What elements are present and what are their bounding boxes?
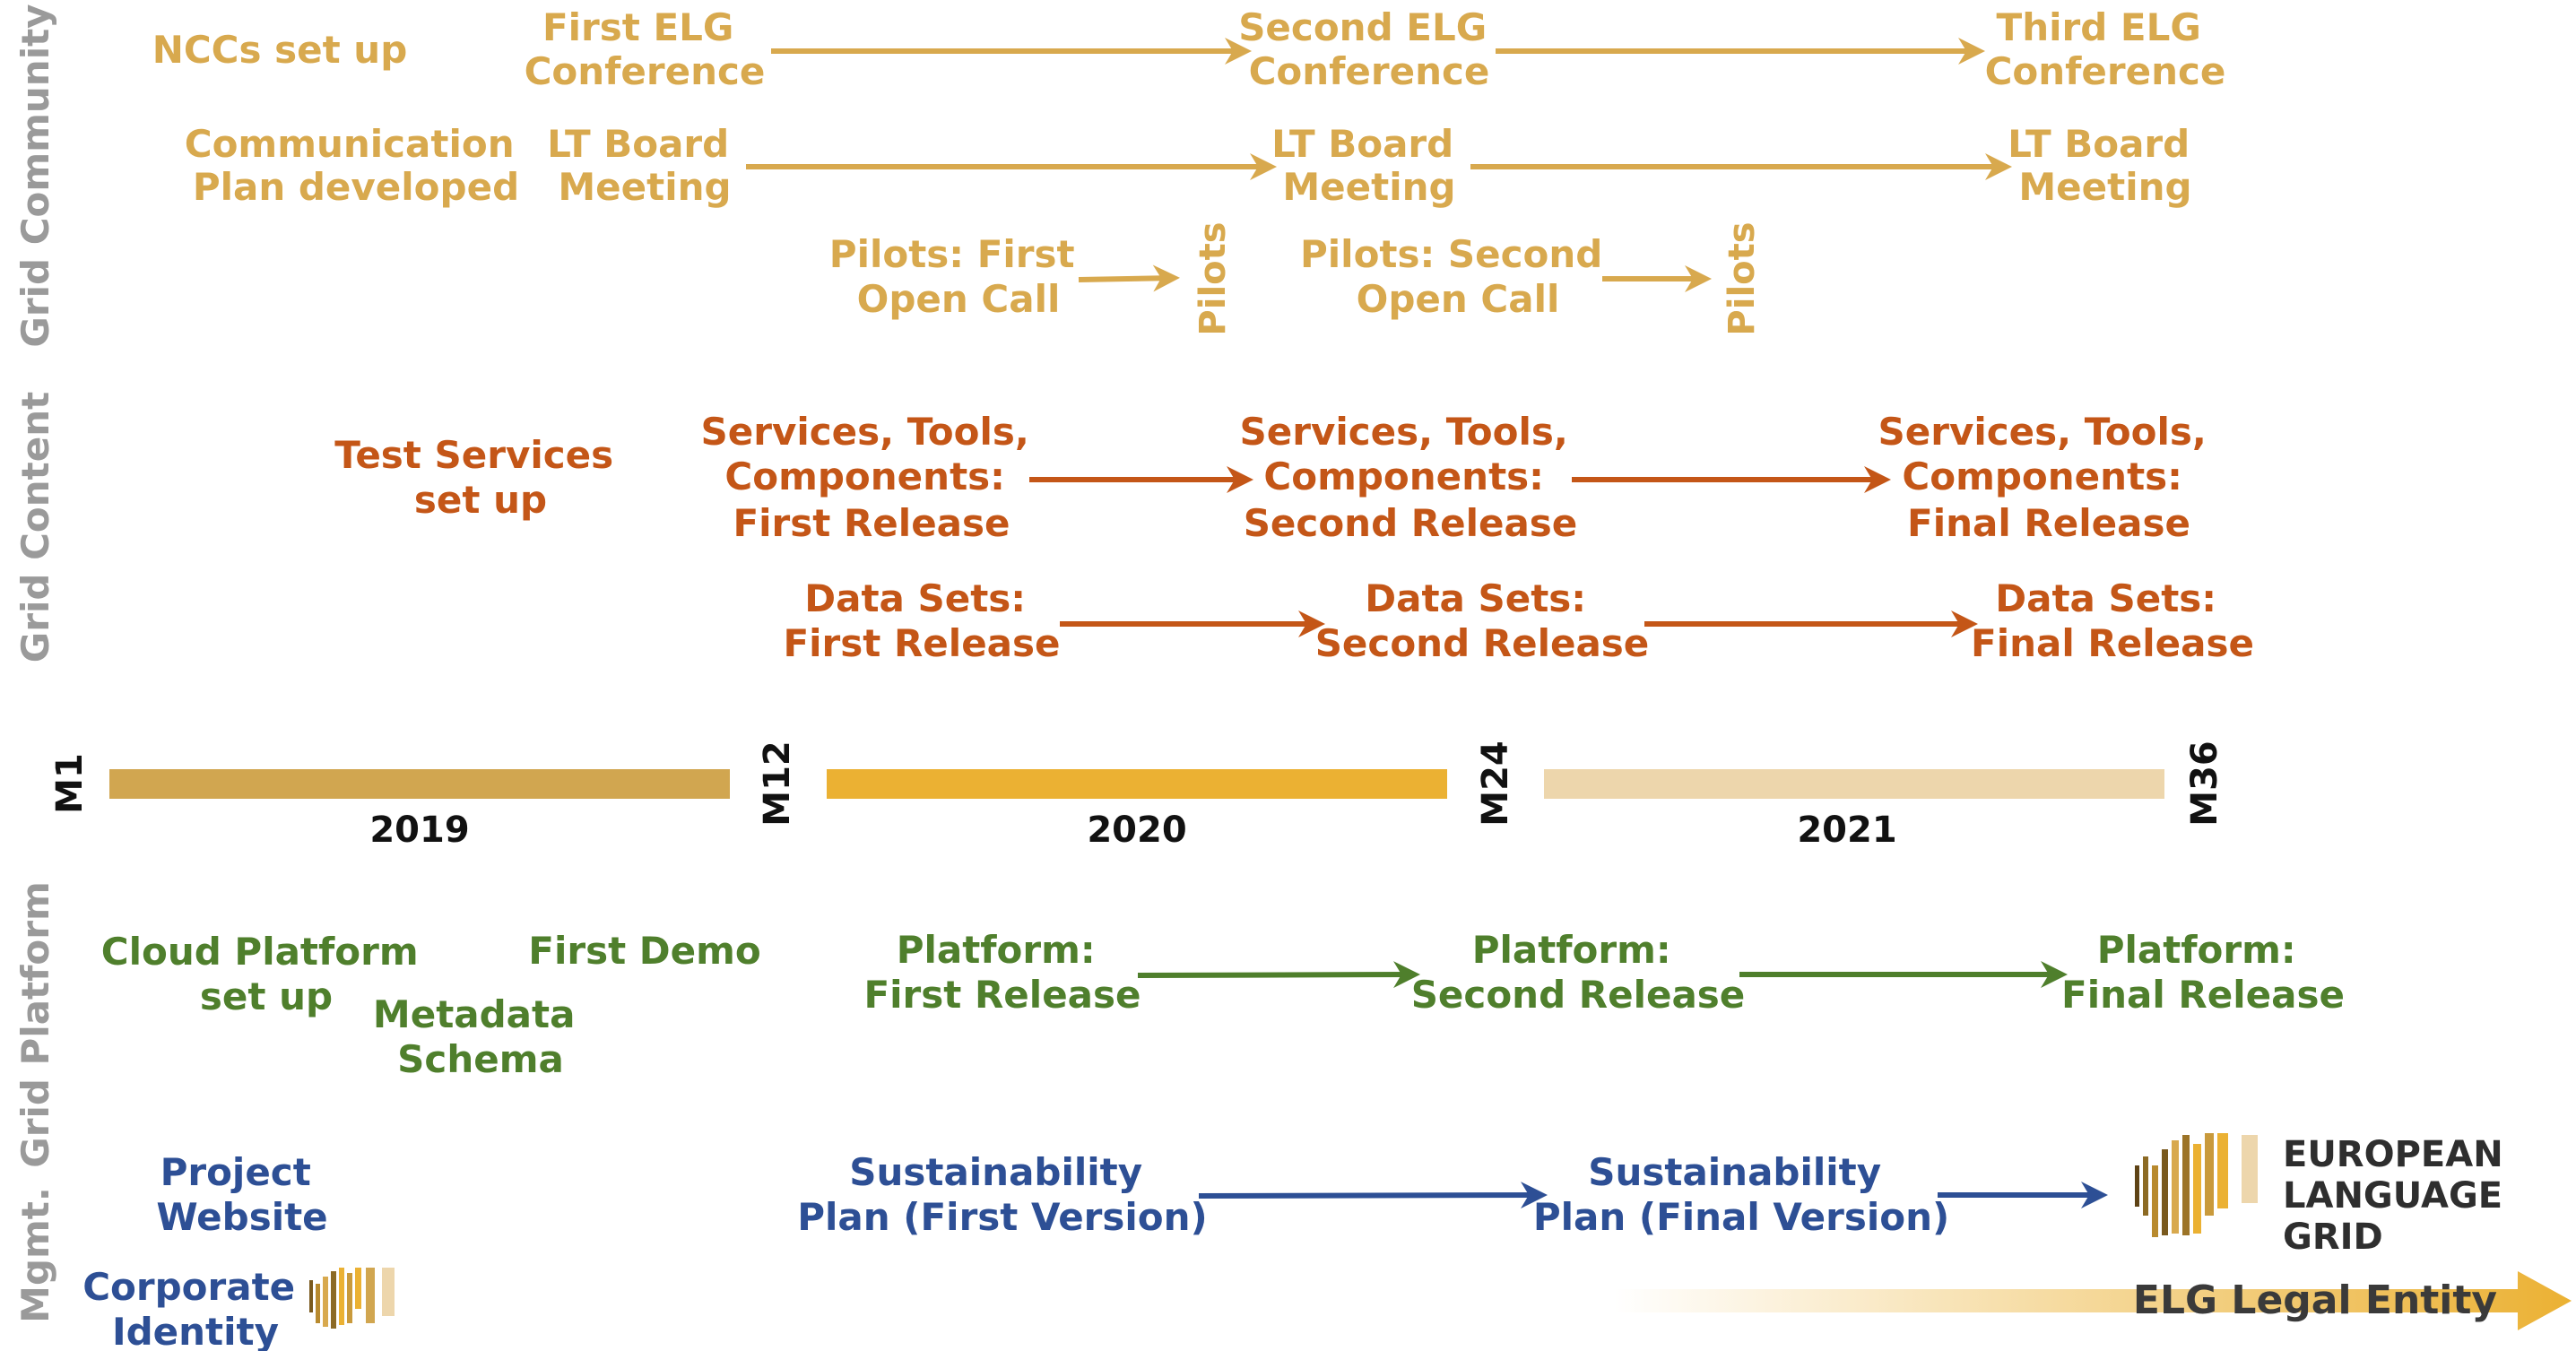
- milestone-data-final: Data Sets: Final Release: [1971, 576, 2254, 665]
- year-label-2019: 2019: [369, 810, 469, 851]
- milestone-services-second: Services, Tools, Components: Second Rele…: [1240, 410, 1582, 545]
- timeline-bar-2019: [109, 769, 730, 799]
- milestone-marker-m36: M36: [2184, 740, 2225, 826]
- milestone-data-first: Data Sets: First Release: [783, 576, 1060, 665]
- milestone-data-second: Data Sets: Second Release: [1315, 576, 1650, 665]
- lane-labels: Grid Community Grid Content Grid Platfor…: [13, 4, 57, 1322]
- milestone-pilots-1: Pilots: [1193, 221, 1234, 335]
- milestone-cloud-platform: Cloud Platform set up: [101, 930, 432, 1018]
- community-lane: NCCs set up First ELG Conference Second …: [152, 5, 2226, 336]
- milestone-lt-board-2: LT Board Meeting: [1271, 122, 1467, 209]
- platform-lane: Cloud Platform set up First Demo Metadat…: [101, 928, 2345, 1081]
- elg-logo-mark-small: [309, 1268, 395, 1329]
- milestone-pilots-2: Pilots: [1722, 221, 1763, 335]
- milestone-test-services: Test Services set up: [334, 433, 626, 522]
- elg-logo: EUROPEAN LANGUAGE GRID: [2135, 1133, 2516, 1258]
- milestone-nccs: NCCs set up: [152, 28, 408, 72]
- lane-label-mgmt: Mgmt.: [13, 1187, 57, 1323]
- milestone-platform-second: Platform: Second Release: [1411, 928, 1746, 1017]
- milestone-project-website: Project Website: [156, 1150, 327, 1239]
- milestone-sustainability-final: Sustainability Plan (Final Version): [1533, 1150, 1949, 1239]
- year-label-2021: 2021: [1797, 810, 1896, 851]
- arrow-platform-1-2: [1137, 961, 1420, 989]
- milestone-lt-board-1: LT Board Meeting: [547, 122, 742, 209]
- elg-logo-mark: [2135, 1133, 2258, 1237]
- lane-label-community: Grid Community: [13, 4, 57, 347]
- arrow-sustainability-1-2: [1198, 1182, 1548, 1209]
- milestone-marker-m24: M24: [1475, 740, 1516, 826]
- milestone-sustainability-first: Sustainability Plan (First Version): [797, 1150, 1208, 1239]
- milestone-platform-first: Platform: First Release: [863, 928, 1141, 1017]
- milestone-marker-m12: M12: [757, 740, 798, 826]
- lane-label-content: Grid Content: [13, 392, 57, 663]
- milestone-pilots-call-1: Pilots: First Open Call: [829, 232, 1088, 321]
- milestone-services-final: Services, Tools, Components: Final Relea…: [1878, 410, 2220, 545]
- year-label-2020: 2020: [1087, 810, 1186, 851]
- milestone-communication-plan: Communication Plan developed: [185, 122, 528, 209]
- milestone-services-first: Services, Tools, Components: First Relea…: [701, 410, 1043, 545]
- legal-entity-arrow: [1614, 1271, 2572, 1330]
- milestone-third-conference: Third ELG Conference: [1985, 5, 2226, 93]
- timeline-bar-2020: [827, 769, 1447, 799]
- milestone-first-conference: First ELG Conference: [525, 5, 766, 93]
- arrow-pilots-1: [1078, 264, 1180, 292]
- milestone-metadata-schema: Metadata Schema: [373, 992, 588, 1081]
- milestone-marker-m1: M1: [49, 753, 91, 814]
- timeline-bar-2021: [1544, 769, 2164, 799]
- lane-label-platform: Grid Platform: [13, 881, 57, 1167]
- milestone-platform-final: Platform: Final Release: [2061, 928, 2345, 1017]
- milestone-corporate-identity: Corporate Identity: [82, 1265, 308, 1351]
- content-lane: Test Services set up Services, Tools, Co…: [334, 410, 2254, 665]
- milestone-first-demo: First Demo: [528, 929, 760, 973]
- milestone-lt-board-3: LT Board Meeting: [2008, 122, 2203, 209]
- milestone-pilots-call-2: Pilots: Second Open Call: [1300, 232, 1616, 321]
- elg-logo-text: EUROPEAN LANGUAGE GRID: [2283, 1134, 2516, 1258]
- timeline: M1 M12 M24 M36 2019 2020 2021: [49, 740, 2225, 851]
- milestone-second-conference: Second ELG Conference: [1238, 5, 1500, 93]
- mgmt-lane: Project Website Sustainability Plan (Fir…: [82, 1133, 2572, 1351]
- legal-entity-label: ELG Legal Entity: [2133, 1277, 2497, 1323]
